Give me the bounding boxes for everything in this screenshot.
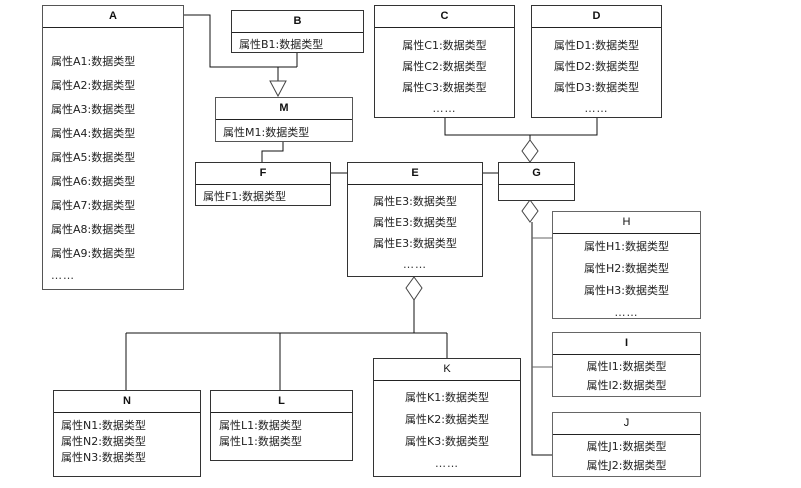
attribute: 属性A7:数据类型 xyxy=(51,199,136,212)
class-e[interactable]: E 属性E3:数据类型 属性E3:数据类型 属性E3:数据类型 …… xyxy=(347,162,483,277)
attribute: 属性J1:数据类型 xyxy=(586,440,667,453)
class-j-attributes: 属性J1:数据类型 属性J2:数据类型 xyxy=(553,435,700,475)
attribute: 属性J2:数据类型 xyxy=(586,459,667,472)
attribute: 属性I1:数据类型 xyxy=(586,360,667,373)
aggregation-diamond-e-bottom xyxy=(405,276,423,301)
class-b-name: B xyxy=(232,11,363,33)
attribute: 属性H3:数据类型 xyxy=(584,284,669,297)
class-n[interactable]: N 属性N1:数据类型 属性N2:数据类型 属性N3:数据类型 xyxy=(53,390,201,477)
class-e-name: E xyxy=(348,163,482,185)
attribute-ellipsis: …… xyxy=(403,258,427,271)
class-k[interactable]: K 属性K1:数据类型 属性K2:数据类型 属性K3:数据类型 …… xyxy=(373,358,521,477)
class-g[interactable]: G xyxy=(498,162,575,201)
attribute: 属性A8:数据类型 xyxy=(51,223,136,236)
connector-m-to-f xyxy=(261,141,284,162)
attribute: 属性D2:数据类型 xyxy=(553,60,640,73)
attribute-ellipsis: …… xyxy=(435,457,459,470)
aggregation-diamond-g-bottom xyxy=(521,199,539,223)
class-c-name: C xyxy=(375,6,514,28)
attribute-ellipsis: …… xyxy=(51,269,75,282)
class-a-name: A xyxy=(43,6,183,28)
class-a-attributes: 属性A1:数据类型 属性A2:数据类型 属性A3:数据类型 属性A4:数据类型 … xyxy=(43,28,183,282)
attribute: 属性I2:数据类型 xyxy=(586,379,667,392)
attribute: 属性E3:数据类型 xyxy=(373,195,457,208)
class-f-name: F xyxy=(196,163,330,185)
attribute: 属性C1:数据类型 xyxy=(402,39,487,52)
class-n-attributes: 属性N1:数据类型 属性N2:数据类型 属性N3:数据类型 xyxy=(54,413,200,466)
attribute-ellipsis: …… xyxy=(584,102,609,115)
attribute: 属性E3:数据类型 xyxy=(373,237,457,250)
attribute-ellipsis: …… xyxy=(432,102,457,115)
class-l-name: L xyxy=(211,391,352,413)
class-f[interactable]: F 属性F1:数据类型 xyxy=(195,162,331,206)
class-e-attributes: 属性E3:数据类型 属性E3:数据类型 属性E3:数据类型 …… xyxy=(348,185,482,275)
attribute: 属性F1:数据类型 xyxy=(203,190,287,203)
class-k-name: K xyxy=(374,359,520,381)
class-h-name: H xyxy=(553,212,700,234)
class-k-attributes: 属性K1:数据类型 属性K2:数据类型 属性K3:数据类型 …… xyxy=(374,381,520,475)
aggregation-diamond-g-top xyxy=(521,139,539,163)
attribute-ellipsis: …… xyxy=(614,306,639,319)
attribute: 属性N1:数据类型 xyxy=(61,419,146,432)
class-d-attributes: 属性D1:数据类型 属性D2:数据类型 属性D3:数据类型 …… xyxy=(532,28,661,119)
attribute: 属性N3:数据类型 xyxy=(61,451,146,464)
class-j-name: J xyxy=(553,413,700,435)
attribute: 属性D1:数据类型 xyxy=(553,39,640,52)
attribute: 属性A4:数据类型 xyxy=(51,127,136,140)
attribute: 属性H1:数据类型 xyxy=(584,240,669,253)
class-m[interactable]: M 属性M1:数据类型 xyxy=(215,97,353,142)
class-n-name: N xyxy=(54,391,200,413)
attribute: 属性A1:数据类型 xyxy=(51,55,136,68)
attribute: 属性M1:数据类型 xyxy=(223,126,310,139)
connector-c-to-g xyxy=(444,117,598,136)
attribute: 属性E3:数据类型 xyxy=(373,216,457,229)
class-m-name: M xyxy=(216,98,352,120)
generalization-triangle-m xyxy=(269,80,287,98)
attribute: 属性A3:数据类型 xyxy=(51,103,136,116)
attribute: 属性A6:数据类型 xyxy=(51,175,136,188)
attribute: 属性A5:数据类型 xyxy=(51,151,136,164)
attribute: 属性A9:数据类型 xyxy=(51,247,136,260)
attribute: 属性L1:数据类型 xyxy=(219,419,302,432)
attribute: 属性B1:数据类型 xyxy=(239,38,324,51)
class-d-name: D xyxy=(532,6,661,28)
attribute: 属性L1:数据类型 xyxy=(219,435,302,448)
attribute: 属性A2:数据类型 xyxy=(51,79,136,92)
attribute: 属性H2:数据类型 xyxy=(584,262,669,275)
class-b-attributes: 属性B1:数据类型 xyxy=(232,33,363,52)
connector-g-trunk xyxy=(531,222,552,456)
class-i-attributes: 属性I1:数据类型 属性I2:数据类型 xyxy=(553,355,700,395)
attribute: 属性D3:数据类型 xyxy=(553,81,640,94)
class-f-attributes: 属性F1:数据类型 xyxy=(196,185,330,204)
class-i-name: I xyxy=(553,333,700,355)
attribute: 属性K2:数据类型 xyxy=(405,413,489,426)
class-l[interactable]: L 属性L1:数据类型 属性L1:数据类型 xyxy=(210,390,353,461)
class-i[interactable]: I 属性I1:数据类型 属性I2:数据类型 xyxy=(552,332,701,397)
attribute: 属性N2:数据类型 xyxy=(61,435,146,448)
attribute: 属性C3:数据类型 xyxy=(402,81,487,94)
class-j[interactable]: J 属性J1:数据类型 属性J2:数据类型 xyxy=(552,412,701,477)
class-l-attributes: 属性L1:数据类型 属性L1:数据类型 xyxy=(211,413,352,450)
class-d[interactable]: D 属性D1:数据类型 属性D2:数据类型 属性D3:数据类型 …… xyxy=(531,5,662,118)
attribute: 属性K1:数据类型 xyxy=(405,391,489,404)
class-h-attributes: 属性H1:数据类型 属性H2:数据类型 属性H3:数据类型 …… xyxy=(553,234,700,324)
class-h[interactable]: H 属性H1:数据类型 属性H2:数据类型 属性H3:数据类型 …… xyxy=(552,211,701,319)
attribute: 属性K3:数据类型 xyxy=(405,435,489,448)
class-a[interactable]: A 属性A1:数据类型 属性A2:数据类型 属性A3:数据类型 属性A4:数据类… xyxy=(42,5,184,290)
class-c[interactable]: C 属性C1:数据类型 属性C2:数据类型 属性C3:数据类型 …… xyxy=(374,5,515,118)
connector-a-to-m xyxy=(183,14,297,68)
class-b[interactable]: B 属性B1:数据类型 xyxy=(231,10,364,53)
class-c-attributes: 属性C1:数据类型 属性C2:数据类型 属性C3:数据类型 …… xyxy=(375,28,514,119)
attribute: 属性C2:数据类型 xyxy=(402,60,487,73)
class-m-attributes: 属性M1:数据类型 xyxy=(216,120,352,140)
class-g-name: G xyxy=(499,163,574,185)
